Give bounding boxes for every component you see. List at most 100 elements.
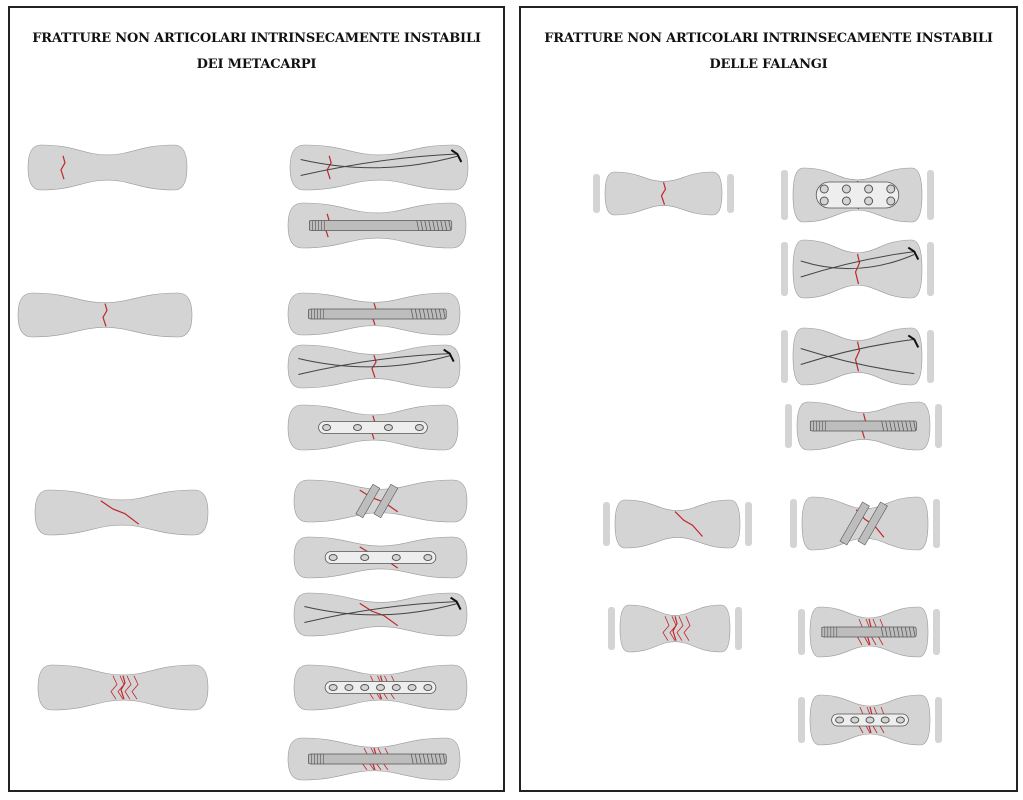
- bone-shape: [792, 327, 923, 386]
- screw-thread: [908, 626, 912, 638]
- plate-icon: [815, 181, 900, 209]
- adjacent-joint: [933, 609, 940, 655]
- fracture-fragment-line: [669, 616, 677, 641]
- screw-thread: [438, 308, 442, 320]
- bone: [798, 694, 942, 746]
- adjacent-joint: [798, 609, 805, 655]
- kirschner-wire: [298, 355, 450, 368]
- fracture-line: [120, 675, 126, 700]
- plate-hole: [391, 684, 401, 691]
- bone: [781, 327, 934, 386]
- screw-thread: [432, 220, 436, 231]
- fracture-fragment-line: [676, 616, 684, 641]
- fracture-fragment-line: [117, 675, 125, 700]
- metacarpal-transverse: [27, 144, 188, 191]
- bone: [287, 292, 461, 336]
- screw-thread: [418, 308, 422, 320]
- screw-thread: [884, 626, 888, 638]
- metacarpal-panel-title: FRATTURE NON ARTICOLARI INTRINSECAMENTE …: [10, 26, 503, 78]
- fracture-line: [102, 303, 108, 327]
- adjacent-joint: [935, 697, 942, 743]
- screw-thread: [881, 420, 885, 432]
- kirschner-wire: [304, 601, 457, 623]
- screw-icon: [308, 753, 447, 765]
- plate-hole: [423, 684, 433, 691]
- fracture-line: [674, 511, 703, 537]
- adjacent-joint: [933, 499, 940, 548]
- bone: [289, 144, 469, 191]
- kirschner-wire: [298, 353, 450, 375]
- screw-thread: [909, 420, 913, 432]
- plate-hole: [407, 684, 417, 691]
- bone-shape: [27, 144, 188, 191]
- fracture-fragment-line: [124, 675, 132, 700]
- plate-hole: [886, 184, 896, 194]
- screw-thread: [418, 753, 422, 765]
- wire-bend-icon: [443, 348, 455, 363]
- fracture-line: [326, 155, 332, 180]
- metacarpal-comminuted: [37, 664, 209, 711]
- bone: [790, 496, 940, 551]
- plate-hole: [819, 196, 829, 206]
- fracture-line: [371, 355, 377, 378]
- bone: [293, 664, 468, 711]
- metacarpal-long-oblique: [34, 489, 209, 536]
- lag-screw-icon: [373, 483, 399, 519]
- fracture-line: [60, 155, 66, 180]
- screw-thread: [434, 308, 438, 320]
- screw-thread: [428, 220, 432, 231]
- screw-thread: [414, 753, 418, 765]
- fracture-line: [359, 489, 399, 513]
- fracture-line: [100, 500, 140, 525]
- phalanx-transverse: [593, 171, 734, 216]
- plate-hole: [865, 716, 875, 724]
- bone: [781, 167, 934, 223]
- lag-screw-icon: [355, 483, 381, 519]
- screw-thread: [885, 420, 889, 432]
- plate-hole: [895, 716, 905, 724]
- screw-thread: [414, 308, 418, 320]
- kirschner-wire: [300, 153, 458, 176]
- screw-icon: [809, 420, 918, 432]
- screw-thread: [900, 626, 904, 638]
- adjacent-joint: [735, 607, 742, 650]
- adjacent-joint: [781, 170, 788, 220]
- fracture-fragment-line: [662, 616, 670, 641]
- screw-thread: [410, 753, 414, 765]
- adjacent-joint: [927, 170, 934, 220]
- plate-hole: [353, 424, 363, 431]
- bone-shape: [792, 239, 923, 299]
- adjacent-joint: [927, 330, 934, 383]
- screw-thread: [905, 420, 909, 432]
- kirschner-wire: [300, 155, 458, 169]
- adjacent-joint: [785, 404, 792, 448]
- plate-hole: [864, 196, 874, 206]
- fracture-fragment-line: [131, 675, 139, 700]
- screw-thread: [430, 753, 434, 765]
- bone: [293, 592, 468, 637]
- fracture-line: [854, 253, 861, 285]
- phalanx-panel: FRATTURE NON ARTICOLARI INTRINSECAMENTE …: [519, 6, 1018, 792]
- bone: [293, 479, 468, 523]
- title-line-1: FRATTURE NON ARTICOLARI INTRINSECAMENTE …: [544, 31, 993, 46]
- bone: [293, 536, 468, 579]
- screw-thread: [424, 220, 428, 231]
- plate-hole: [819, 184, 829, 194]
- plate-hole: [322, 424, 332, 431]
- plate-hole: [835, 716, 845, 724]
- screw-thread: [444, 220, 448, 231]
- screw-thread: [880, 626, 884, 638]
- metacarpal-panel: FRATTURE NON ARTICOLARI INTRINSECAMENTE …: [8, 6, 505, 792]
- adjacent-joint: [781, 242, 788, 296]
- screw-thread: [416, 220, 420, 231]
- screw-thread: [426, 308, 430, 320]
- wire-bend-icon: [907, 334, 920, 348]
- bone: [287, 202, 467, 249]
- wire-bend-icon: [450, 149, 463, 163]
- phalanx-comminuted: [608, 604, 742, 653]
- plate-hole: [383, 424, 393, 431]
- phalanx-panel-title: FRATTURE NON ARTICOLARI INTRINSECAMENTE …: [521, 26, 1016, 78]
- screw-thread: [422, 308, 426, 320]
- plate-hole: [880, 716, 890, 724]
- screw-thread: [442, 308, 446, 320]
